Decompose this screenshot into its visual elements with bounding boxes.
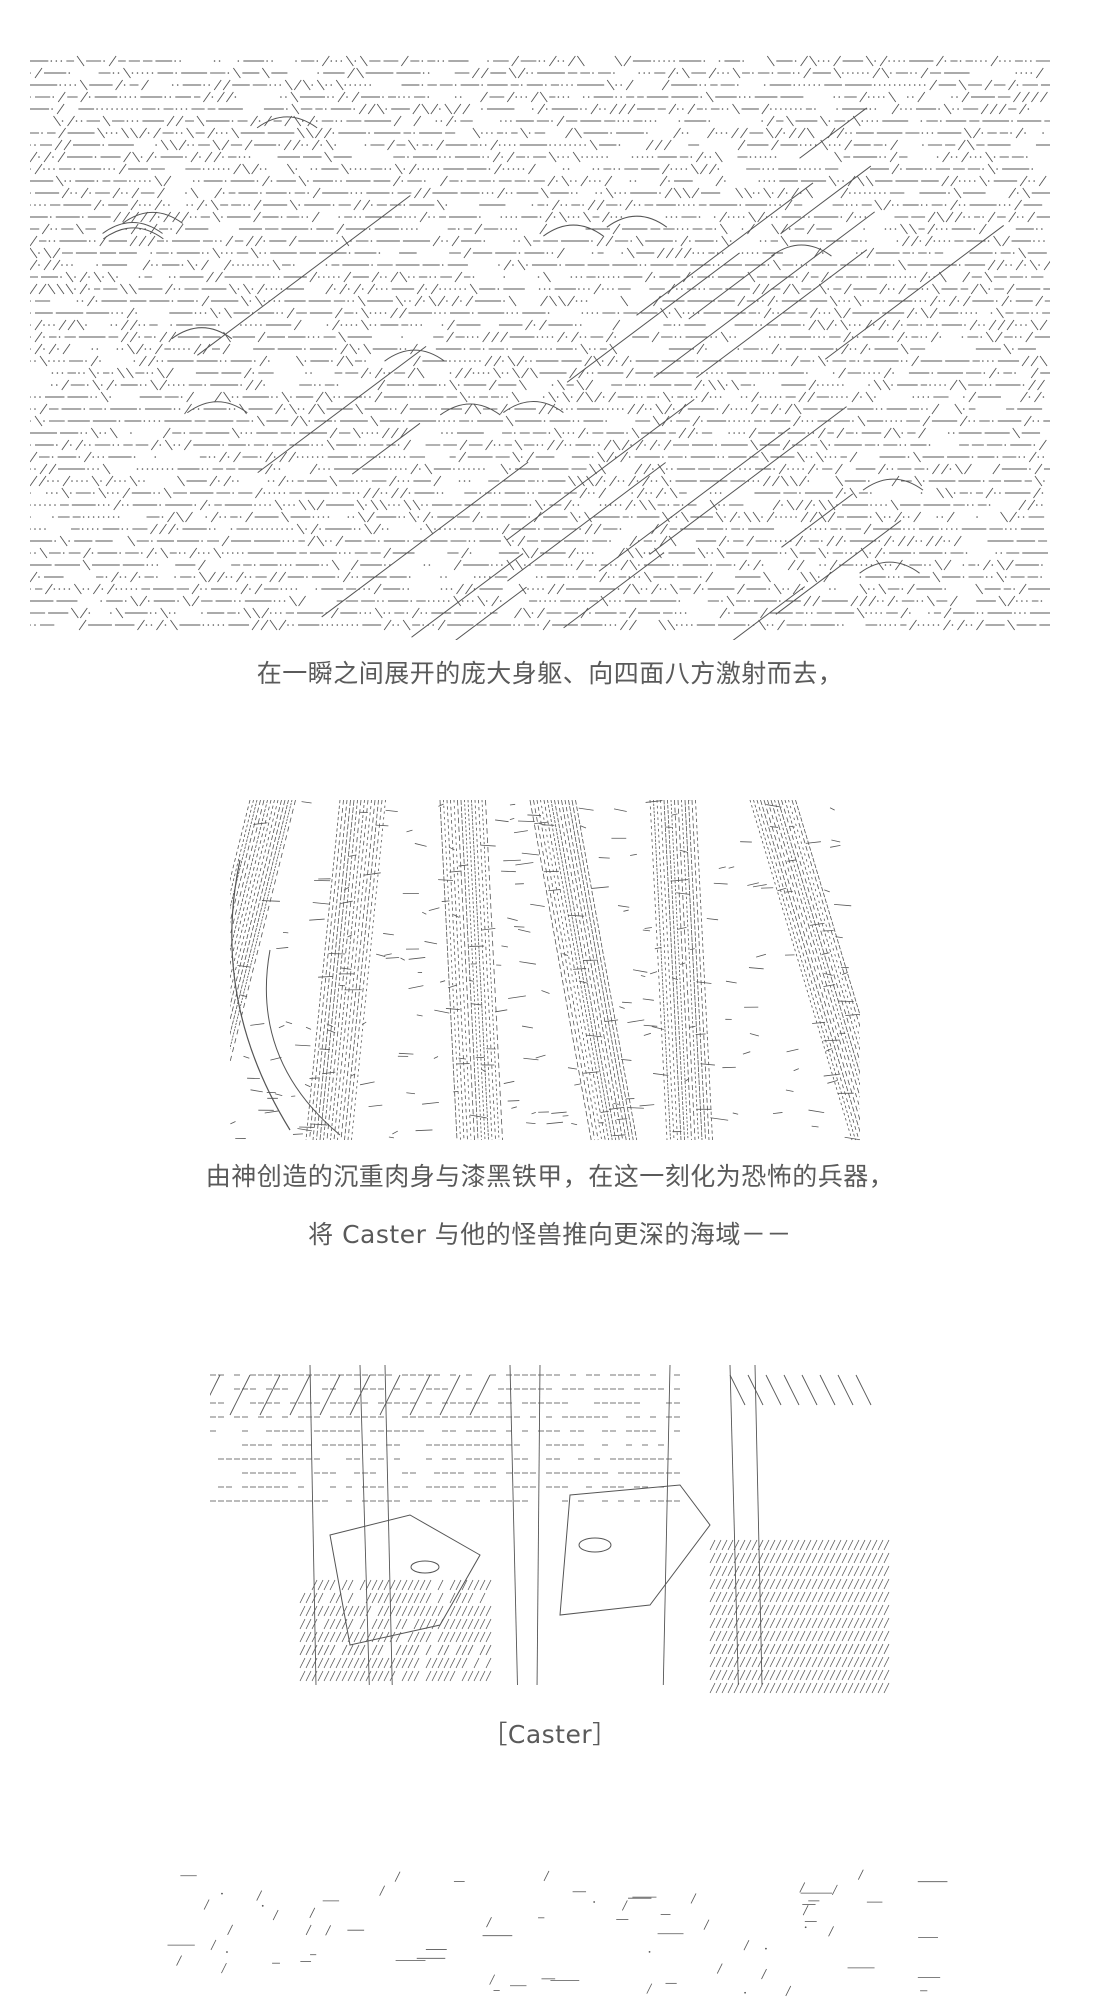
ascii-art-fragment-bottom — [160, 1865, 960, 2000]
caption-panel-1: 在一瞬之间展开的庞大身躯、向四面八方激射而去， — [256, 659, 844, 688]
ascii-art-canvas-1 — [30, 55, 1050, 640]
caption-panel-2-line-1: 由神创造的沉重肉身与漆黑铁甲，在这一刻化为恐怖的兵器， — [205, 1162, 895, 1191]
caption-panel-3-speaker: ［Caster］ — [482, 1720, 618, 1749]
caption-panel-2-line-2: 将 Caster 与他的怪兽推向更深的海域－－ — [308, 1220, 792, 1249]
ascii-art-canvas-4 — [167, 1869, 948, 1997]
ascii-art-canvas-3 — [210, 1365, 890, 1694]
ascii-art-sea-tentacles — [30, 55, 1050, 640]
ascii-art-iron-claws — [230, 800, 860, 1145]
ascii-art-canvas-2 — [230, 800, 860, 1141]
ascii-art-caster-portrait — [210, 1365, 890, 1695]
